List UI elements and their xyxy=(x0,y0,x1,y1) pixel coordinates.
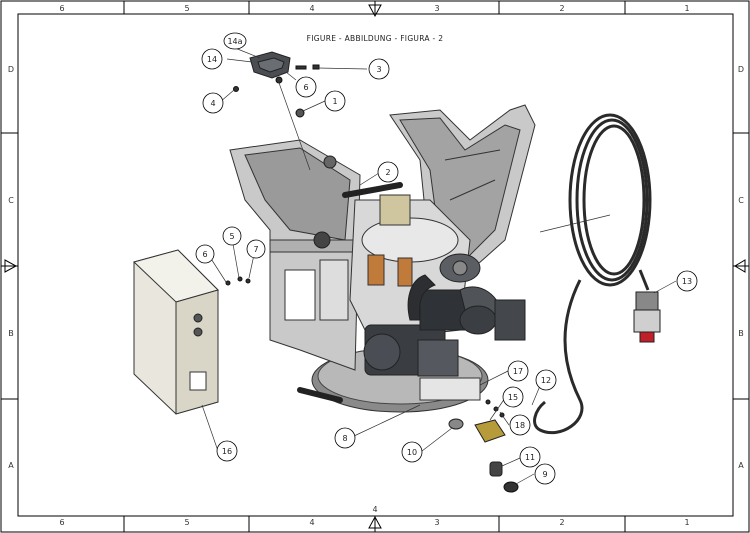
callout-label-2: 2 xyxy=(385,168,390,177)
callout-8: 8 xyxy=(334,427,356,449)
row-label-a: A xyxy=(8,461,14,470)
top-cover xyxy=(249,51,291,79)
callout-label-11: 11 xyxy=(525,453,535,462)
callout-label-6-left: 6 xyxy=(202,250,207,259)
callout-16: 16 xyxy=(216,440,238,462)
left-frame xyxy=(229,139,361,371)
column-ticks-top xyxy=(123,1,626,532)
right-frame xyxy=(389,104,536,281)
col-label-1-bottom: 1 xyxy=(684,518,689,527)
callout-label-7: 7 xyxy=(253,245,258,254)
col-label-2: 2 xyxy=(559,4,564,13)
callout-label-5: 5 xyxy=(229,232,234,241)
row-label-d: D xyxy=(8,65,14,74)
callout-1: 1 xyxy=(324,90,346,112)
callout-11: 11 xyxy=(519,446,541,468)
row-label-c-right: C xyxy=(738,196,744,205)
callout-label-15: 15 xyxy=(508,393,518,402)
coiled-cable xyxy=(533,113,652,435)
col-label-6: 6 xyxy=(59,4,64,13)
fasteners xyxy=(225,64,505,418)
bottom-center-label: 4 xyxy=(372,505,377,514)
callout-label-12: 12 xyxy=(541,376,551,385)
callout-label-13: 13 xyxy=(682,277,692,286)
callout-label-17: 17 xyxy=(513,367,523,376)
col-label-5: 5 xyxy=(184,4,189,13)
callout-6-left: 6 xyxy=(195,244,215,264)
row-label-d-right: D xyxy=(738,65,744,74)
callout-label-1: 1 xyxy=(332,97,337,106)
callout-label-14a: 14a xyxy=(227,37,242,46)
callout-10: 10 xyxy=(401,441,423,463)
callout-label-8: 8 xyxy=(342,434,347,443)
callout-9: 9 xyxy=(534,463,556,485)
row-label-b-right: B xyxy=(738,329,744,338)
row-label-b: B xyxy=(8,329,14,338)
callout-group: 14a 14 3 6 4 1 2 5 xyxy=(195,32,698,485)
electric-motor xyxy=(363,253,526,377)
callout-5: 5 xyxy=(222,226,242,246)
col-label-3: 3 xyxy=(434,4,439,13)
col-label-6-bottom: 6 xyxy=(59,518,64,527)
callout-15: 15 xyxy=(502,386,524,408)
row-label-c: C xyxy=(8,196,14,205)
callout-label-3: 3 xyxy=(376,65,381,74)
callout-7: 7 xyxy=(246,239,266,259)
col-label-4: 4 xyxy=(309,4,314,13)
leader-lines xyxy=(201,47,677,485)
callout-label-6-top: 6 xyxy=(303,83,308,92)
callout-label-18: 18 xyxy=(515,421,525,430)
callout-label-14: 14 xyxy=(207,55,217,64)
callout-6-top: 6 xyxy=(295,76,317,98)
callout-14: 14 xyxy=(201,48,223,70)
power-plug xyxy=(633,291,661,343)
callout-3: 3 xyxy=(368,58,390,80)
row-label-a-right: A xyxy=(738,461,744,470)
callout-12: 12 xyxy=(535,369,557,391)
col-label-3-bottom: 3 xyxy=(434,518,439,527)
callout-18: 18 xyxy=(509,414,531,436)
callout-label-16: 16 xyxy=(222,447,232,456)
callout-label-9: 9 xyxy=(542,470,547,479)
callout-label-4: 4 xyxy=(210,99,215,108)
callout-label-10: 10 xyxy=(407,448,417,457)
col-label-1: 1 xyxy=(684,4,689,13)
control-box xyxy=(133,249,219,415)
callout-14a: 14a xyxy=(223,32,247,50)
callout-13: 13 xyxy=(676,270,698,292)
col-label-5-bottom: 5 xyxy=(184,518,189,527)
callout-17: 17 xyxy=(507,360,529,382)
callout-4: 4 xyxy=(202,92,224,114)
figure-title: FIGURE - ABBILDUNG - FIGURA - 2 xyxy=(307,34,444,43)
row-ticks xyxy=(1,132,749,400)
front-bracket xyxy=(419,377,481,401)
col-label-2-bottom: 2 xyxy=(559,518,564,527)
handle-bar xyxy=(297,155,403,403)
exploded-parts xyxy=(448,418,519,493)
callout-2: 2 xyxy=(377,161,399,183)
col-label-4-bottom: 4 xyxy=(309,518,314,527)
